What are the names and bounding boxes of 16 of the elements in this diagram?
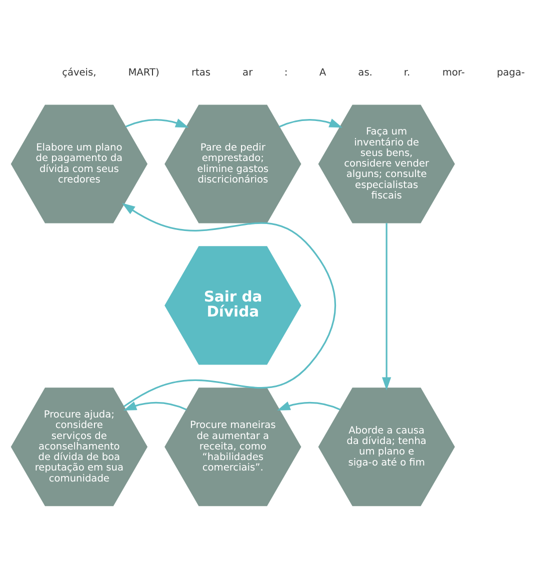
label: mor- — [442, 67, 465, 78]
arrow — [279, 118, 342, 128]
label: MART) — [128, 67, 160, 78]
arrow — [382, 223, 392, 390]
arrow — [122, 203, 336, 408]
arrow — [125, 118, 189, 128]
label: paga- — [496, 67, 525, 78]
arrow — [123, 402, 187, 410]
label: rtas — [191, 67, 210, 78]
label: : — [284, 67, 288, 78]
label: çáveis, — [62, 67, 96, 78]
label: r. — [404, 67, 410, 78]
label: ar — [242, 67, 253, 78]
arrow — [277, 402, 340, 410]
label: A — [319, 67, 326, 78]
label: as. — [358, 67, 372, 78]
